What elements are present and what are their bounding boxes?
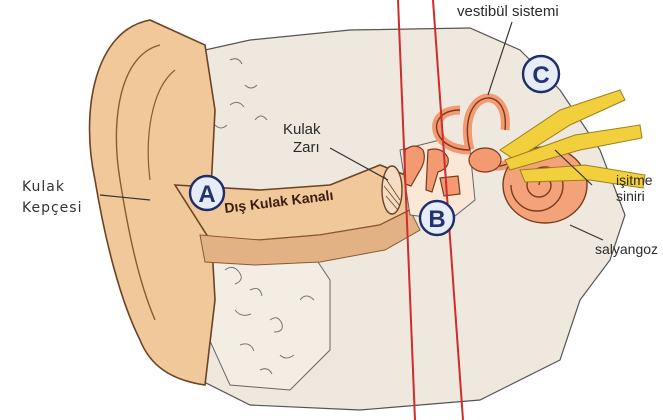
label-kulak-kepcesi-line2: Kepçesi [22, 200, 82, 216]
zone-a-letter: A [198, 181, 215, 208]
zone-c-marker: C [523, 56, 559, 92]
zone-a-marker: A [190, 176, 224, 210]
label-kulak-kepcesi-line1: Kulak [22, 179, 65, 195]
label-isitme-siniri-line1: işitme [616, 172, 653, 188]
label-salyangoz: salyangoz [595, 241, 658, 257]
zone-b-marker: B [420, 201, 454, 235]
label-isitme-siniri-line2: siniri [616, 188, 645, 204]
label-vestibul-sistemi: vestibül sistemi [457, 3, 559, 20]
tympanic-membrane [382, 166, 402, 214]
label-kulak-zari-line1: Kulak [283, 121, 321, 138]
label-kulak-zari-line2: Zarı [293, 139, 320, 156]
zone-b-letter: B [428, 206, 445, 233]
zone-c-letter: C [532, 62, 549, 89]
vestibule [469, 148, 501, 172]
stapes [440, 176, 460, 196]
